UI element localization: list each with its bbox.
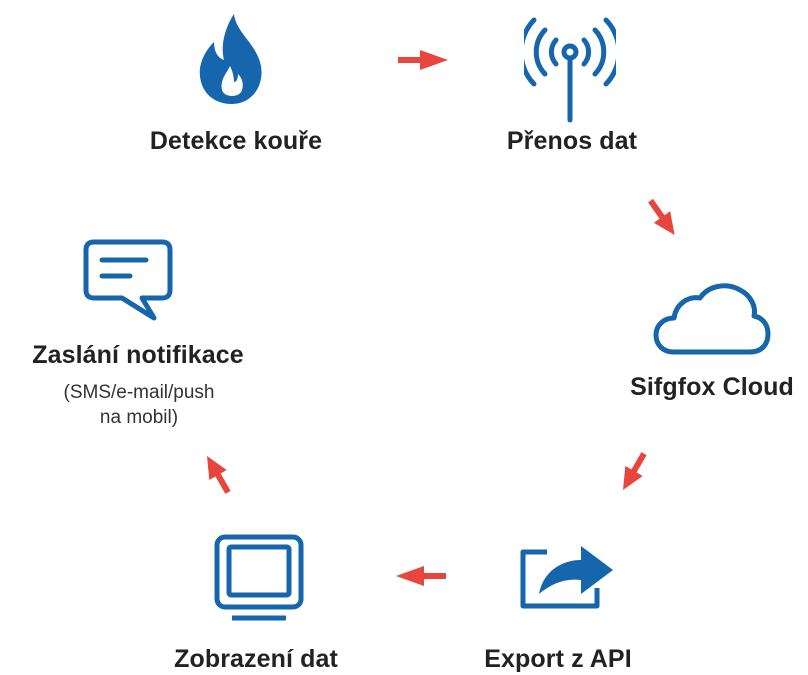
message-icon <box>82 238 174 322</box>
flame-icon <box>196 12 268 106</box>
step-label-transfer: Přenos dat <box>506 127 638 155</box>
arrow-display-to-notify <box>198 448 238 502</box>
arrow-cloud-to-export <box>614 444 654 498</box>
step-sublabel-notify: (SMS/e-mail/push na mobil) <box>64 380 215 430</box>
arrow-transfer-to-cloud <box>642 190 682 244</box>
sublabel-line: na mobil) <box>99 407 179 428</box>
sublabel-line: (SMS/e-mail/push <box>63 382 215 403</box>
share-export-icon <box>517 542 617 612</box>
step-label-smoke: Detekce kouře <box>149 127 323 155</box>
cloud-icon <box>652 282 772 356</box>
step-label-notify: Zaslání notifikace <box>32 341 244 369</box>
arrow-smoke-to-transfer <box>396 49 450 71</box>
step-label-display: Zobrazení dat <box>174 645 338 673</box>
step-label-cloud: Sifgfox Cloud <box>630 373 794 401</box>
step-label-export: Export z API <box>484 645 632 673</box>
antenna-icon <box>524 14 616 124</box>
monitor-icon <box>212 532 306 622</box>
arrow-export-to-display <box>394 565 448 587</box>
